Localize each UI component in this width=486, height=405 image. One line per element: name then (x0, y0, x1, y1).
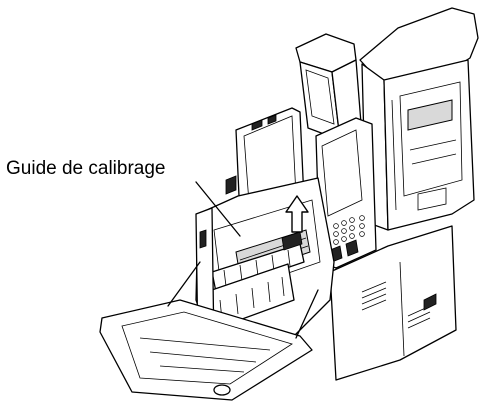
front-door (99, 261, 319, 401)
scanner-unit (359, 7, 479, 231)
control-panel (315, 117, 377, 269)
callout-label: Guide de calibrage (6, 158, 166, 179)
top-cover (295, 33, 363, 141)
arrow-up-icon (285, 195, 309, 233)
calibration-guide (281, 231, 303, 251)
callout-leader-line (195, 181, 241, 237)
printer-body (329, 225, 457, 381)
